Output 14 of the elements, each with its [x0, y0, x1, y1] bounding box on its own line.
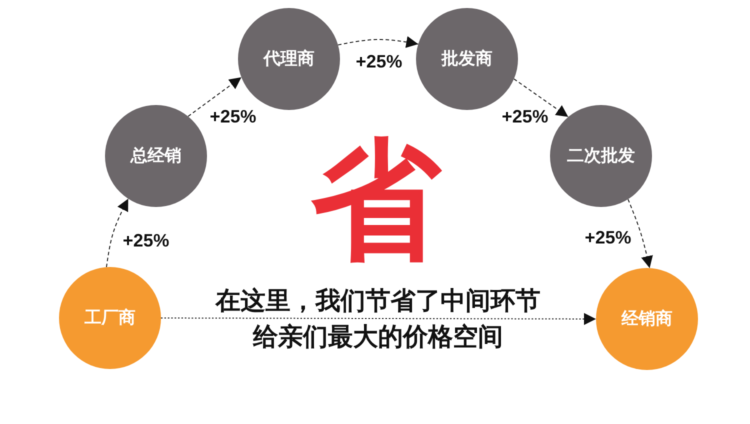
arrow [188, 76, 242, 117]
arrow [513, 78, 569, 118]
node-label: 总经销 [130, 146, 182, 166]
slogan-text: 在这里，我们节省了中间环节给亲们最大的价格空间 [214, 285, 542, 353]
arrow [338, 36, 419, 48]
arrow [160, 312, 596, 325]
arrow [628, 198, 653, 269]
node-label: 二次批发 [567, 146, 635, 166]
arrow [106, 198, 129, 268]
node-label: 代理商 [264, 48, 314, 70]
node-label: 工厂商 [84, 308, 136, 328]
node-label: 经销商 [622, 308, 672, 330]
node-label: 批发商 [442, 48, 492, 70]
big-character: 省 [311, 135, 441, 265]
